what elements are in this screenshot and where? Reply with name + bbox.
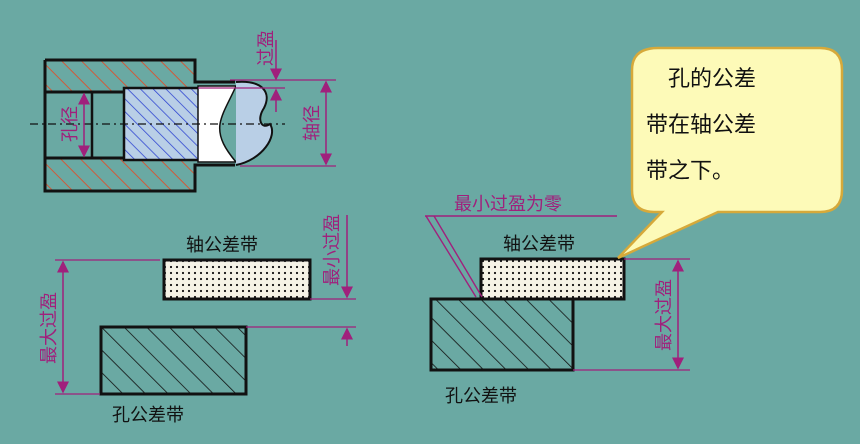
hole-tolerance-label-left: 孔公差带	[112, 405, 184, 426]
callout-line-2: 带在轴公差	[646, 113, 756, 138]
zero-interference-label: 最小过盈为零	[454, 194, 562, 215]
hole-section-drawing	[30, 40, 336, 193]
callout-line-3: 带之下。	[646, 159, 734, 184]
shaft-diameter-label: 轴径	[302, 105, 323, 141]
hole-tolerance-zone-right	[429, 297, 575, 372]
zero-interference-leader-1	[425, 215, 477, 298]
hole-tolerance-label-right: 孔公差带	[445, 386, 517, 407]
housing-top-wall	[45, 60, 195, 92]
left-tolerance-zones	[55, 215, 356, 396]
housing-outline	[43, 58, 235, 193]
shaft-break-line	[235, 80, 273, 166]
interference-label: 过盈	[256, 30, 277, 66]
callout-line-1: 孔的公差	[668, 67, 756, 92]
max-interference-label-left: 最大过盈	[39, 292, 60, 364]
shaft-tolerance-label-right: 轴公差带	[503, 234, 575, 255]
callout-shape	[617, 46, 844, 260]
zero-interference-leader-2	[433, 215, 483, 298]
shaft-tolerance-zone-left	[162, 258, 312, 301]
shaft-tolerance-label-left: 轴公差带	[186, 235, 258, 256]
right-tolerance-zones	[425, 215, 690, 372]
hole-tolerance-zone-left	[99, 325, 248, 396]
callout-bubble	[617, 46, 844, 260]
shaft-tolerance-zone-right	[479, 257, 626, 301]
hole-diameter-label: 孔径	[60, 106, 81, 142]
min-interference-label-left: 最小过盈	[322, 214, 343, 286]
housing-bottom-wall	[45, 158, 195, 191]
max-interference-label-right: 最大过盈	[654, 279, 675, 351]
